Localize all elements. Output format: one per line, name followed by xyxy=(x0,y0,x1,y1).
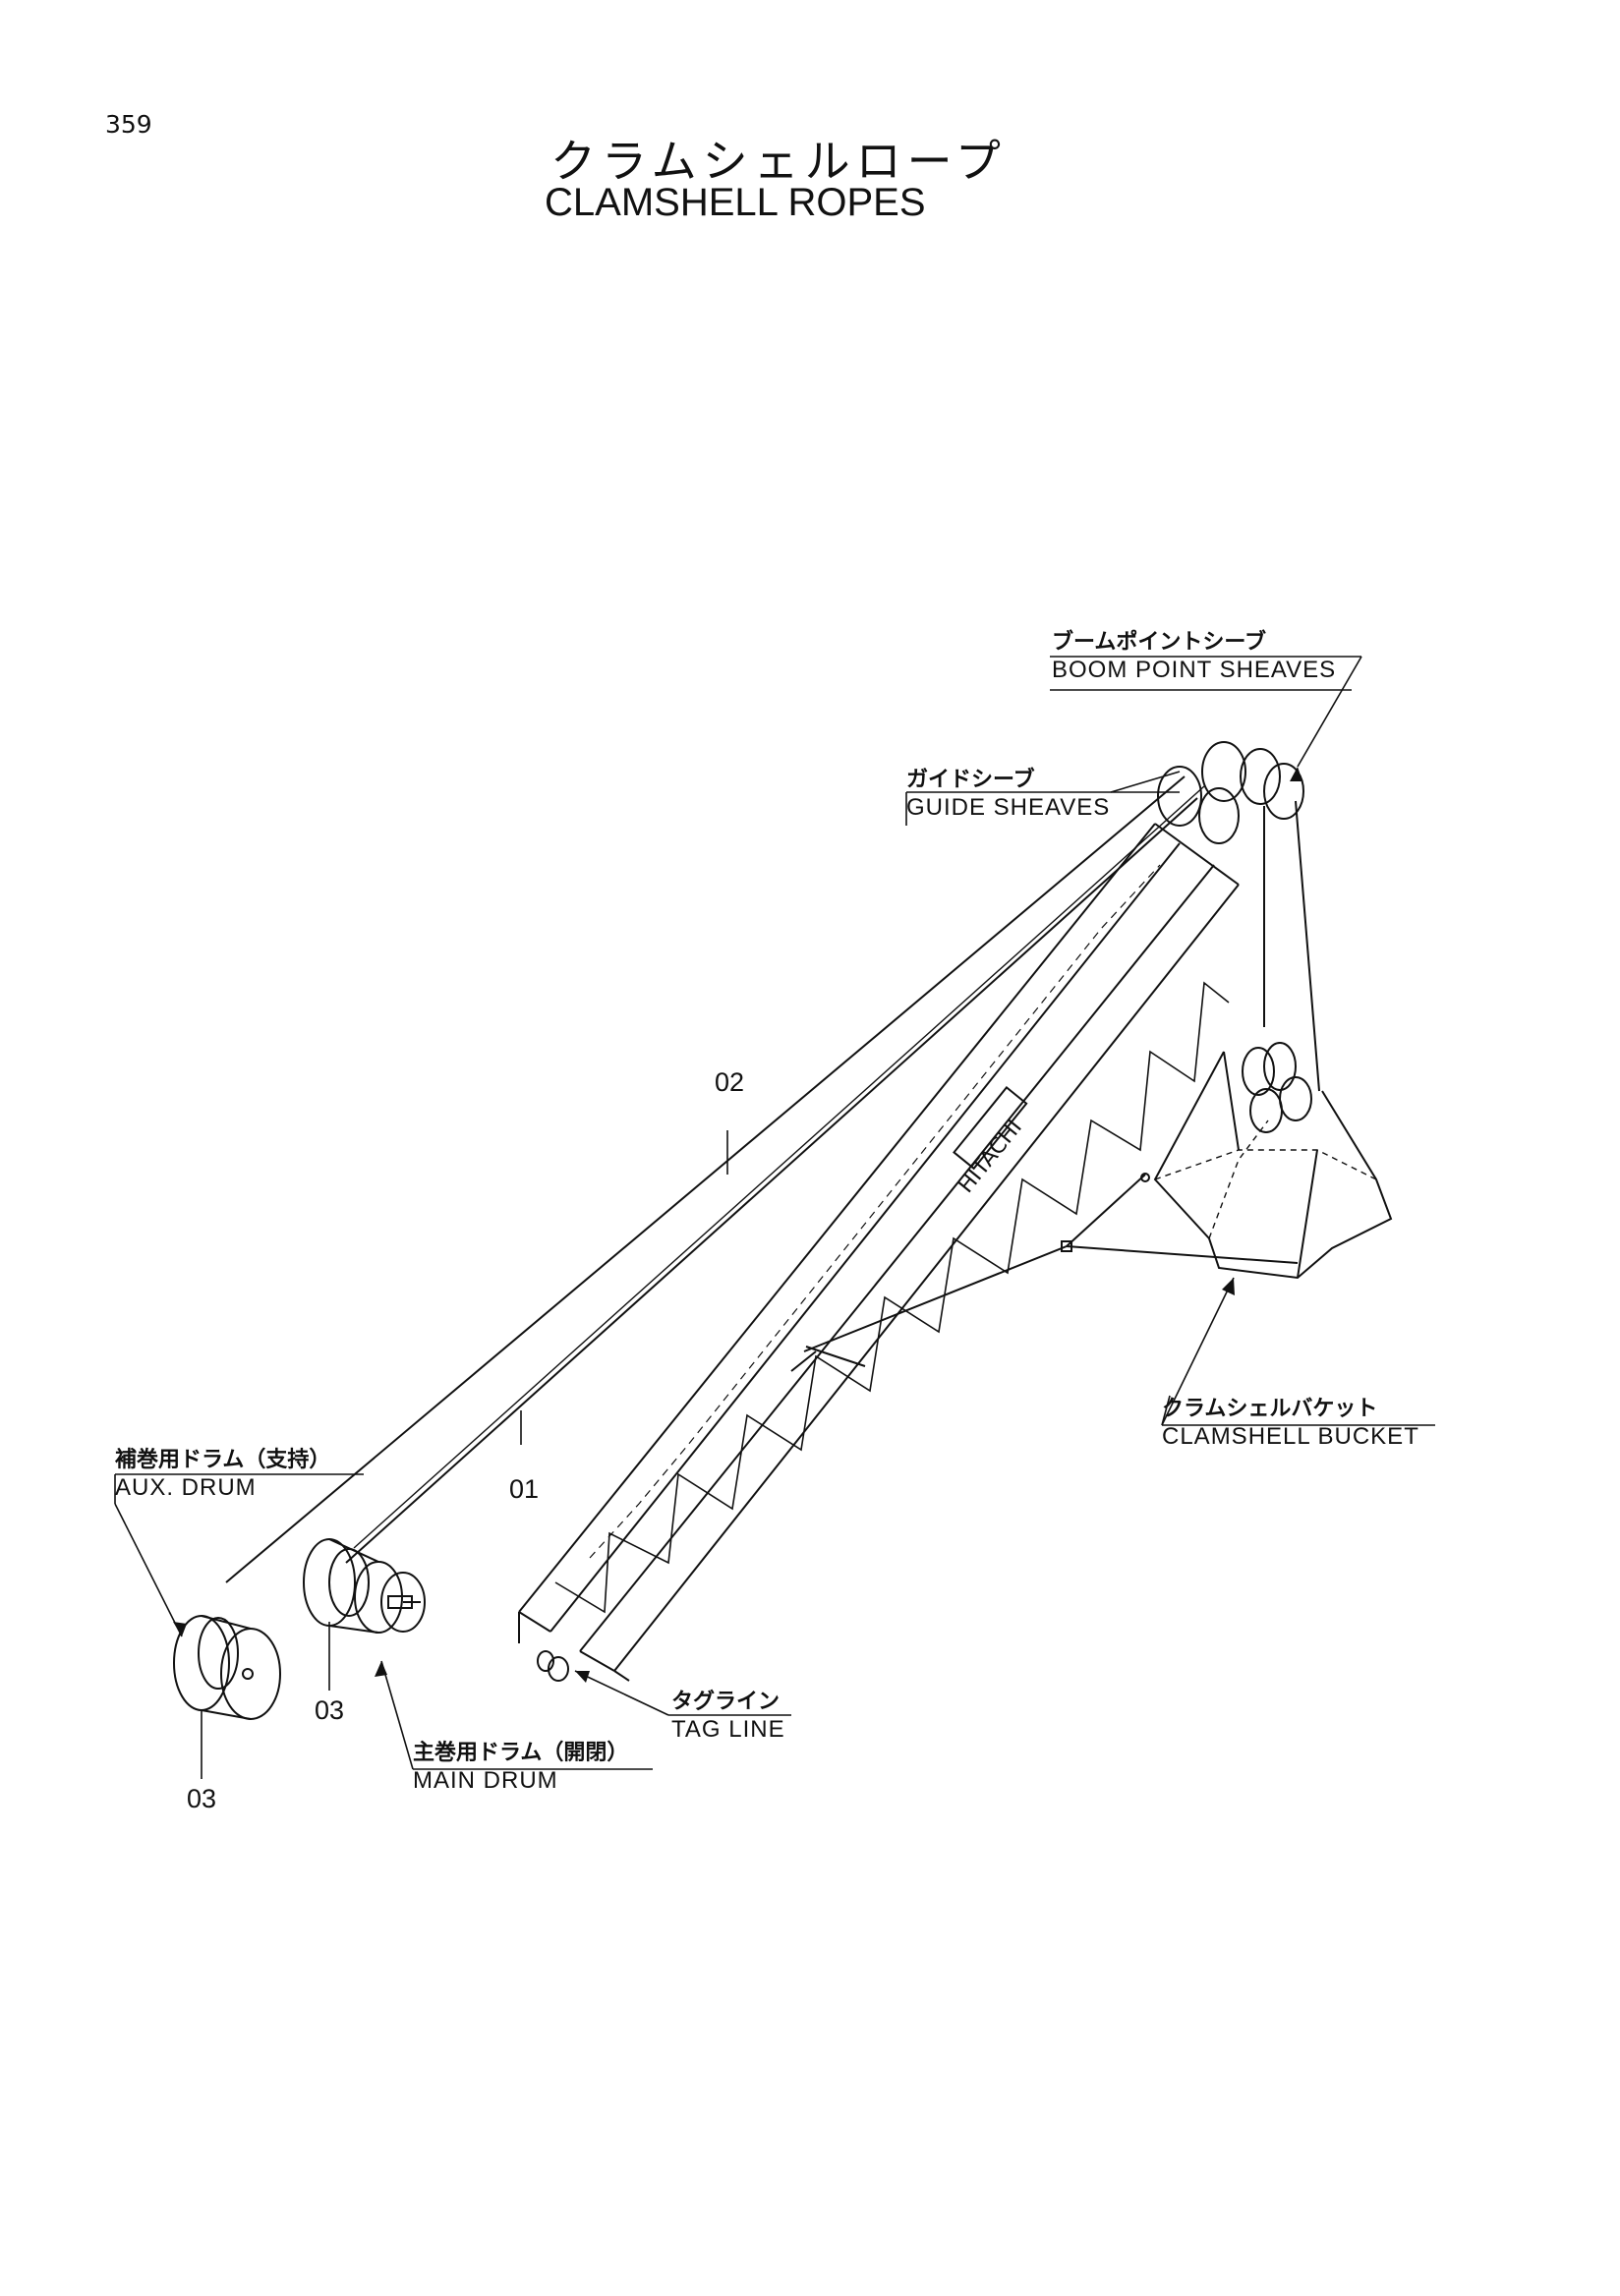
boom-point-sheaves xyxy=(1157,741,1304,844)
label-boom-point-sheaves: ブームポイントシーブ BOOM POINT SHEAVES xyxy=(1052,630,1337,683)
page-number: 359 xyxy=(105,110,152,139)
part-number-03-main: 03 xyxy=(315,1695,345,1725)
aux-drum-drawing xyxy=(173,1615,281,1720)
clamshell-bucket-drawing xyxy=(1153,1042,1393,1280)
label-aux-drum: 補巻用ドラム（支持） AUX. DRUM xyxy=(115,1448,331,1501)
part-number-03-aux: 03 xyxy=(187,1784,217,1813)
rope-02 xyxy=(225,775,1186,1583)
boom-logo: HITACHI xyxy=(954,1116,1027,1198)
label-main-drum: 主巻用ドラム（開閉） MAIN DRUM xyxy=(413,1741,629,1794)
label-guide-sheaves: ガイドシーブ GUIDE SHEAVES xyxy=(906,768,1111,821)
main-drum-drawing xyxy=(303,1538,426,1634)
label-tag-line: タグライン TAG LINE xyxy=(671,1690,785,1743)
part-number-01: 01 xyxy=(509,1474,540,1504)
boom: HITACHI xyxy=(518,823,1240,1682)
page-title-japanese: クラムシェルロープ xyxy=(550,135,1007,188)
page-title-english: CLAMSHELL ROPES xyxy=(545,181,926,224)
rope-01 xyxy=(345,797,1198,1564)
label-clamshell-bucket: クラムシェルバケット CLAMSHELL BUCKET xyxy=(1162,1397,1419,1450)
rope-02-inner xyxy=(353,785,1205,1549)
part-number-02: 02 xyxy=(715,1067,745,1097)
